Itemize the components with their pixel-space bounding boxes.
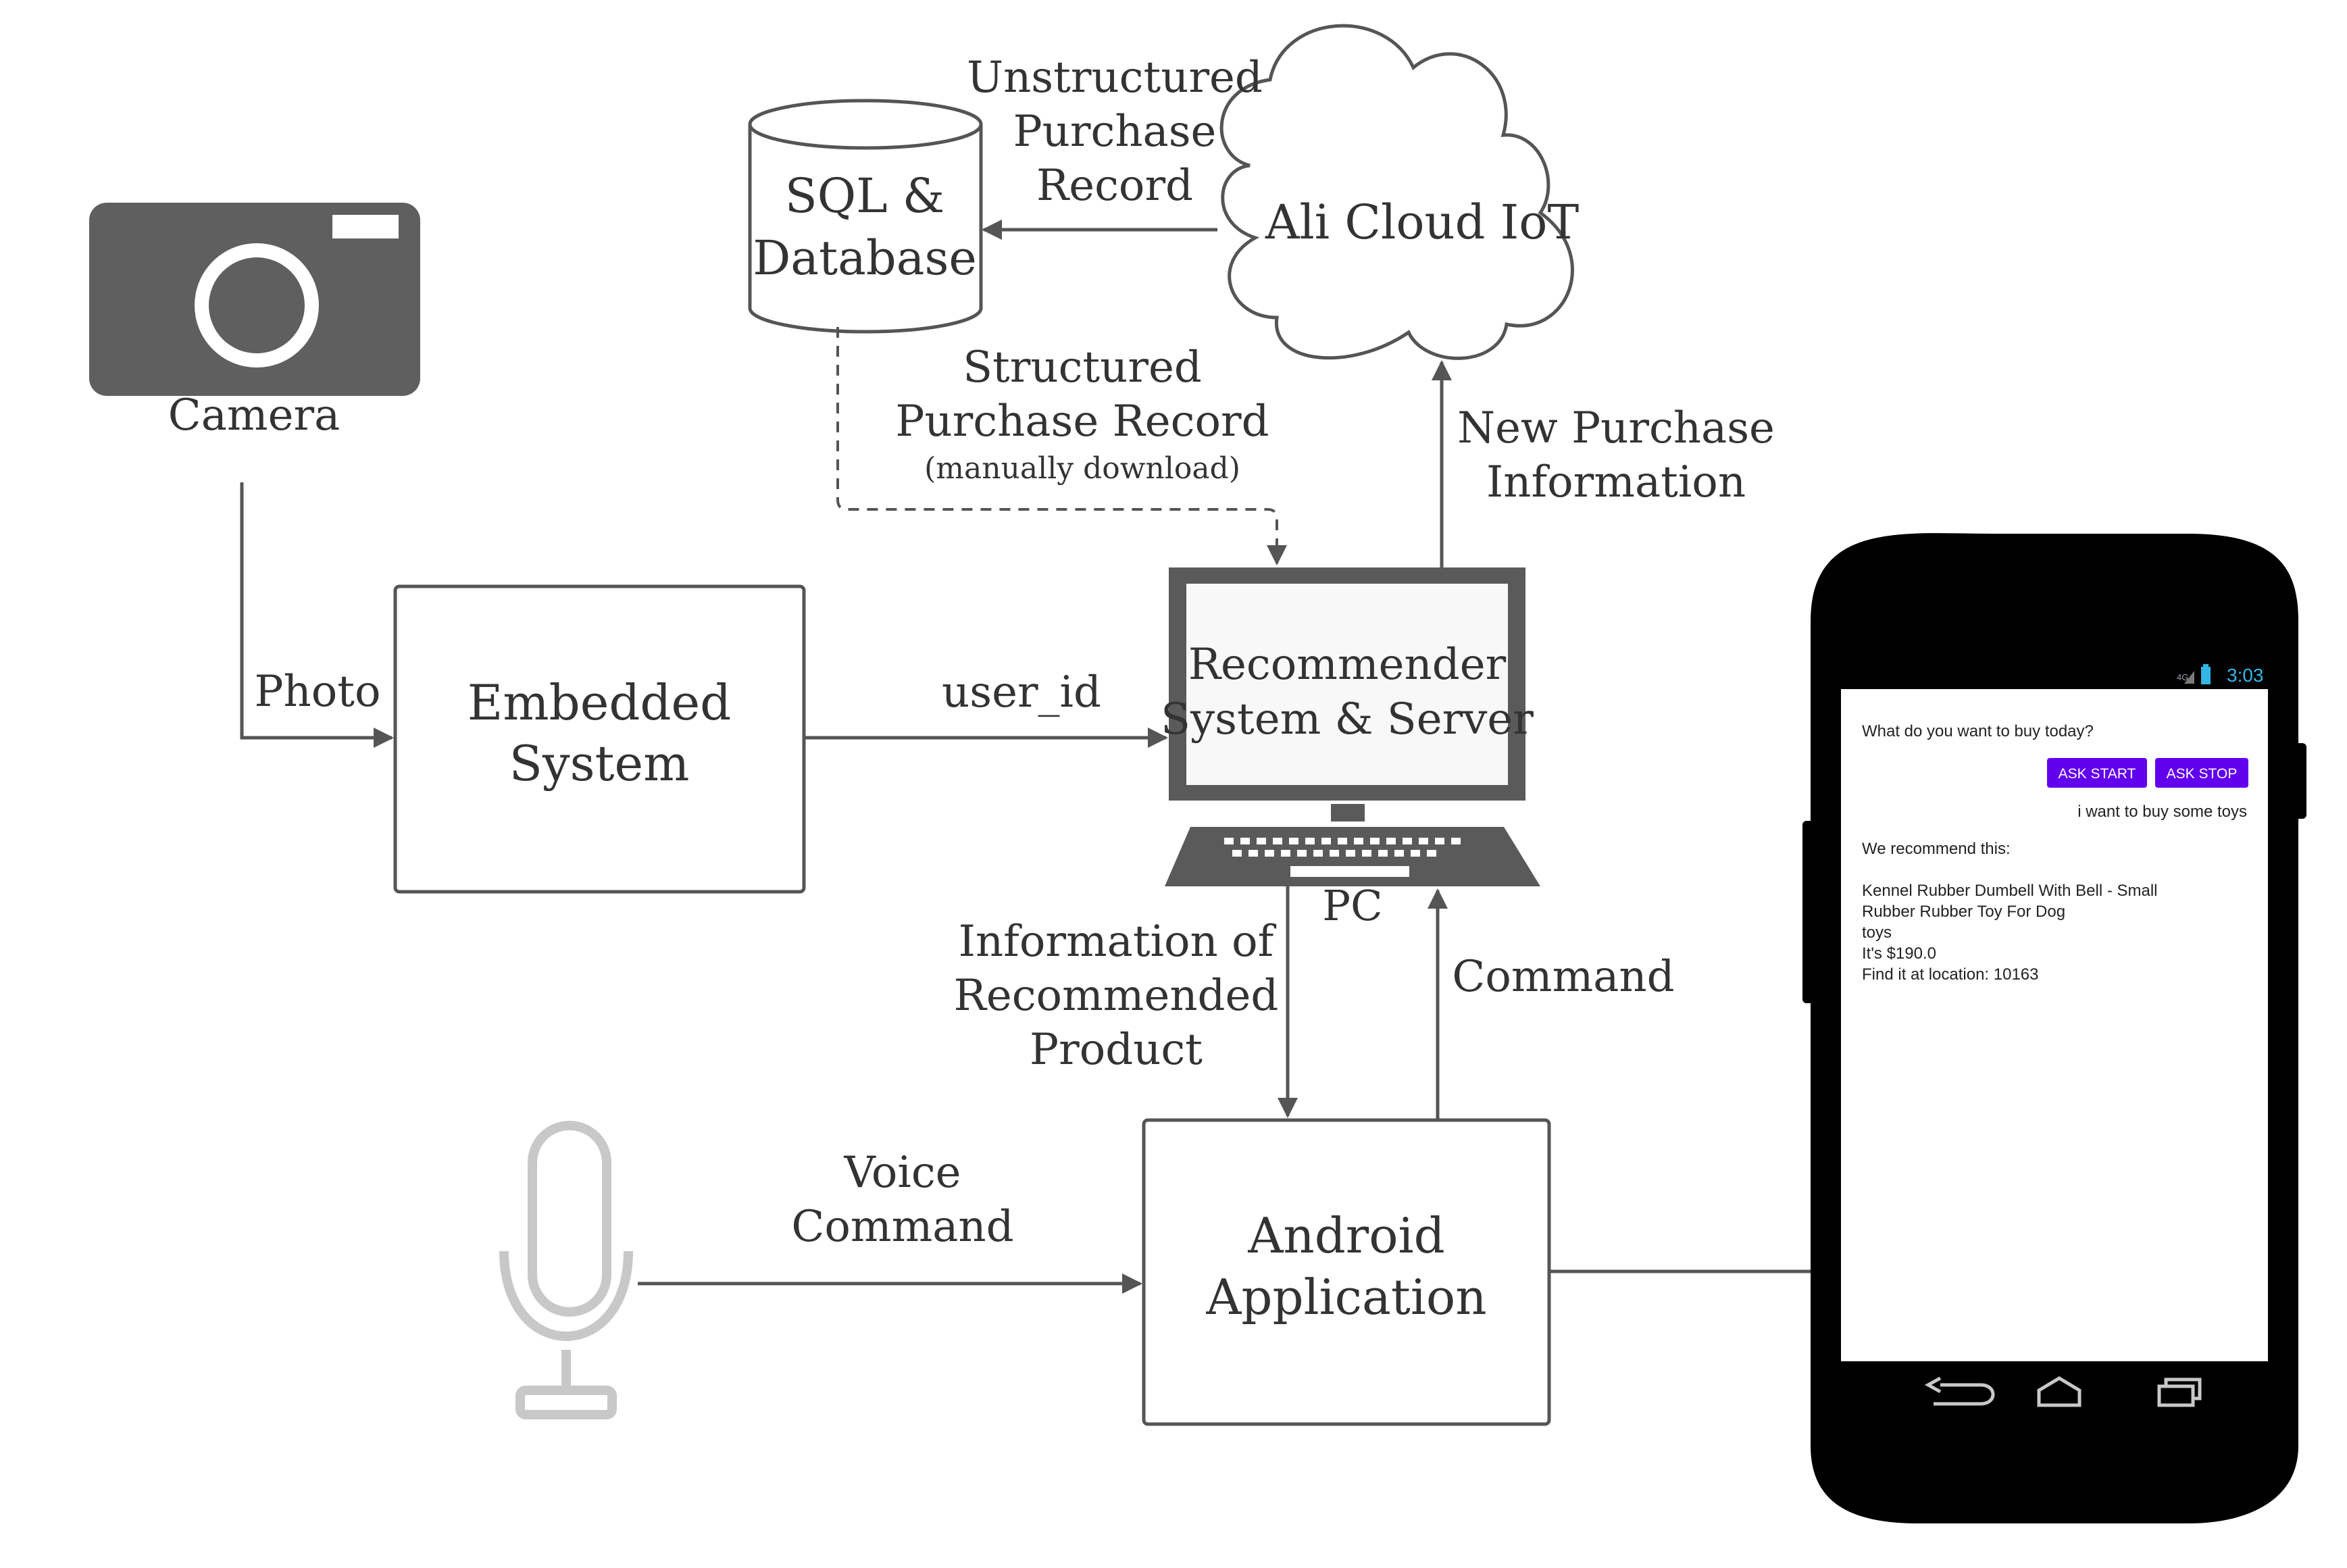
- new-purchase-label-line2: Information: [1486, 457, 1746, 507]
- cloud-icon: [1219, 24, 1574, 360]
- user-id-label: user_id: [942, 667, 1101, 717]
- command-label: Command: [1452, 952, 1674, 1002]
- unstructured-label-line1: Unstructured: [967, 53, 1263, 103]
- product-line: Kennel Rubber Dumbell With Bell - Small: [1862, 882, 2158, 900]
- embedded-label-line2: System: [509, 735, 690, 792]
- database-label-line1: SQL &: [785, 168, 944, 224]
- info-recommended-label-line2: Recommended: [954, 971, 1279, 1021]
- back-icon[interactable]: [1924, 1376, 1995, 1406]
- assistant-prompt: What do you want to buy today?: [1862, 722, 2094, 740]
- user-message: i want to buy some toys: [2077, 803, 2247, 821]
- photo-label: Photo: [254, 667, 380, 717]
- manual-download-label: (manually download): [924, 451, 1240, 486]
- database-icon: [748, 99, 983, 334]
- recommender-label-line1: Recommender: [1188, 640, 1507, 690]
- cloud-label: Ali Cloud IoT: [1265, 195, 1579, 250]
- status-time: 3:03: [2227, 665, 2264, 686]
- recent-apps-icon[interactable]: [2157, 1377, 2202, 1407]
- android-label-line2: Application: [1205, 1269, 1486, 1325]
- microphone-icon: [499, 1121, 633, 1419]
- structured-label-line1: Structured: [963, 343, 1202, 393]
- pc-label: PC: [1322, 881, 1382, 930]
- battery-icon: [2201, 664, 2211, 684]
- laptop-icon: [1165, 567, 1540, 886]
- home-icon[interactable]: [2037, 1376, 2081, 1407]
- camera-icon: [89, 203, 420, 396]
- unstructured-label-line3: Record: [1036, 161, 1193, 211]
- structured-arrow: [836, 327, 1287, 565]
- info-recommended-label-line1: Information of: [959, 917, 1277, 967]
- android-label-line1: Android: [1247, 1207, 1444, 1264]
- signal-icon: [2184, 671, 2194, 684]
- network-indicator: 4G: [2177, 672, 2188, 682]
- database-label-line2: Database: [753, 230, 977, 286]
- ask-stop-button[interactable]: ASK STOP: [2155, 758, 2248, 788]
- ask-start-button[interactable]: ASK START: [2047, 758, 2147, 788]
- phone-screen: [1841, 689, 2268, 1361]
- product-line: toys: [1862, 924, 1892, 942]
- photo-arrow: [240, 482, 394, 748]
- product-line: It's $190.0: [1862, 944, 1936, 963]
- voice-label-line2: Command: [791, 1202, 1013, 1252]
- new-purchase-label-line1: New Purchase: [1457, 403, 1775, 453]
- ask-start-label: ASK START: [2059, 766, 2136, 782]
- recommender-label-line2: System & Server: [1161, 694, 1534, 744]
- product-line: Rubber Rubber Toy For Dog: [1862, 903, 2065, 921]
- phone-device: 4G 3:03 What do you want to buy today? A…: [1802, 533, 2306, 1524]
- ask-stop-label: ASK STOP: [2167, 766, 2238, 782]
- structured-label-line2: Purchase Record: [895, 397, 1269, 447]
- voice-label-line1: Voice: [843, 1148, 961, 1198]
- unstructured-label-line2: Purchase: [1013, 107, 1217, 157]
- camera-label: Camera: [168, 390, 340, 440]
- product-line: Find it at location: 10163: [1862, 965, 2039, 984]
- info-recommended-label-line3: Product: [1030, 1025, 1203, 1075]
- recommend-heading: We recommend this:: [1862, 840, 2011, 858]
- embedded-label-line1: Embedded: [468, 674, 731, 731]
